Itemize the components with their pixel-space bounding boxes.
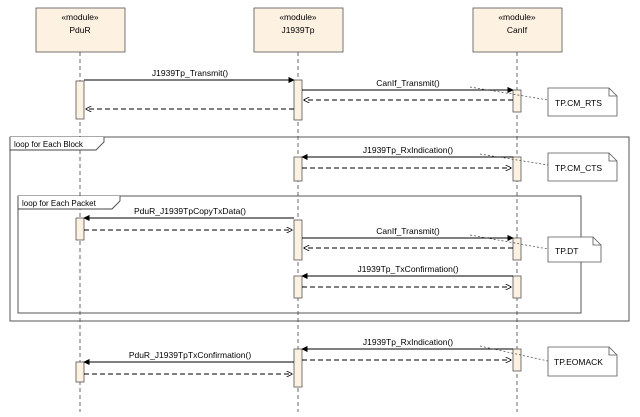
activation-bar — [293, 156, 303, 182]
lifeline-header-j1939tp: «module» J1939Tp — [253, 7, 344, 53]
activation-bar — [293, 219, 303, 261]
loop-label: loop for Each Packet — [22, 199, 97, 208]
lifeline-name: J1939Tp — [281, 25, 314, 35]
note-text: TP.CM_RTS — [555, 98, 602, 108]
lifeline-header-pdur: «module» PduR — [35, 7, 126, 53]
activation-bar — [512, 348, 522, 372]
activation-bar — [293, 348, 303, 388]
note-text: TP.CM_CTS — [555, 163, 602, 173]
message-label: CanIf_Transmit() — [376, 226, 440, 236]
loop-label: loop for Each Block — [14, 140, 84, 149]
activation-bar — [512, 89, 522, 113]
note-text: TP.DT — [555, 246, 578, 256]
message-label: PduR_J1939TpCopyTxData() — [134, 206, 246, 216]
activation-bar — [75, 217, 85, 241]
message-label: CanIf_Transmit() — [376, 78, 440, 88]
activation-bar — [293, 79, 303, 121]
note-tp-eomack: TP.EOMACK — [479, 345, 618, 377]
note-tp-cm-cts: TP.CM_CTS — [479, 152, 618, 182]
message-label: PduR_J1939TpTxConfirmation() — [129, 350, 252, 360]
activation-bar — [512, 275, 522, 299]
activation-bar — [512, 237, 522, 261]
stereotype-label: «module» — [498, 12, 536, 22]
lifeline-name: PduR — [69, 25, 90, 35]
lifeline-name: CanIf — [507, 25, 528, 35]
message-label: J1939Tp_Transmit() — [152, 68, 228, 78]
lifeline-header-canif: «module» CanIf — [472, 7, 563, 53]
note-tp-dt: TP.DT — [469, 234, 602, 263]
message-label: J1939Tp_RxIndication() — [363, 337, 453, 347]
note-text: TP.EOMACK — [554, 357, 603, 367]
stereotype-label: «module» — [61, 12, 99, 22]
loop-frame-block: loop for Each Block — [9, 136, 630, 322]
note-tp-cm-rts: TP.CM_RTS — [469, 86, 618, 117]
activation-bar — [75, 361, 85, 383]
activation-bar — [293, 275, 303, 299]
stereotype-label: «module» — [279, 12, 317, 22]
message-label: J1939Tp_RxIndication() — [363, 145, 453, 155]
activation-bar — [512, 156, 522, 182]
activation-bar — [75, 80, 85, 120]
message-label: J1939Tp_TxConfirmation() — [357, 264, 458, 274]
